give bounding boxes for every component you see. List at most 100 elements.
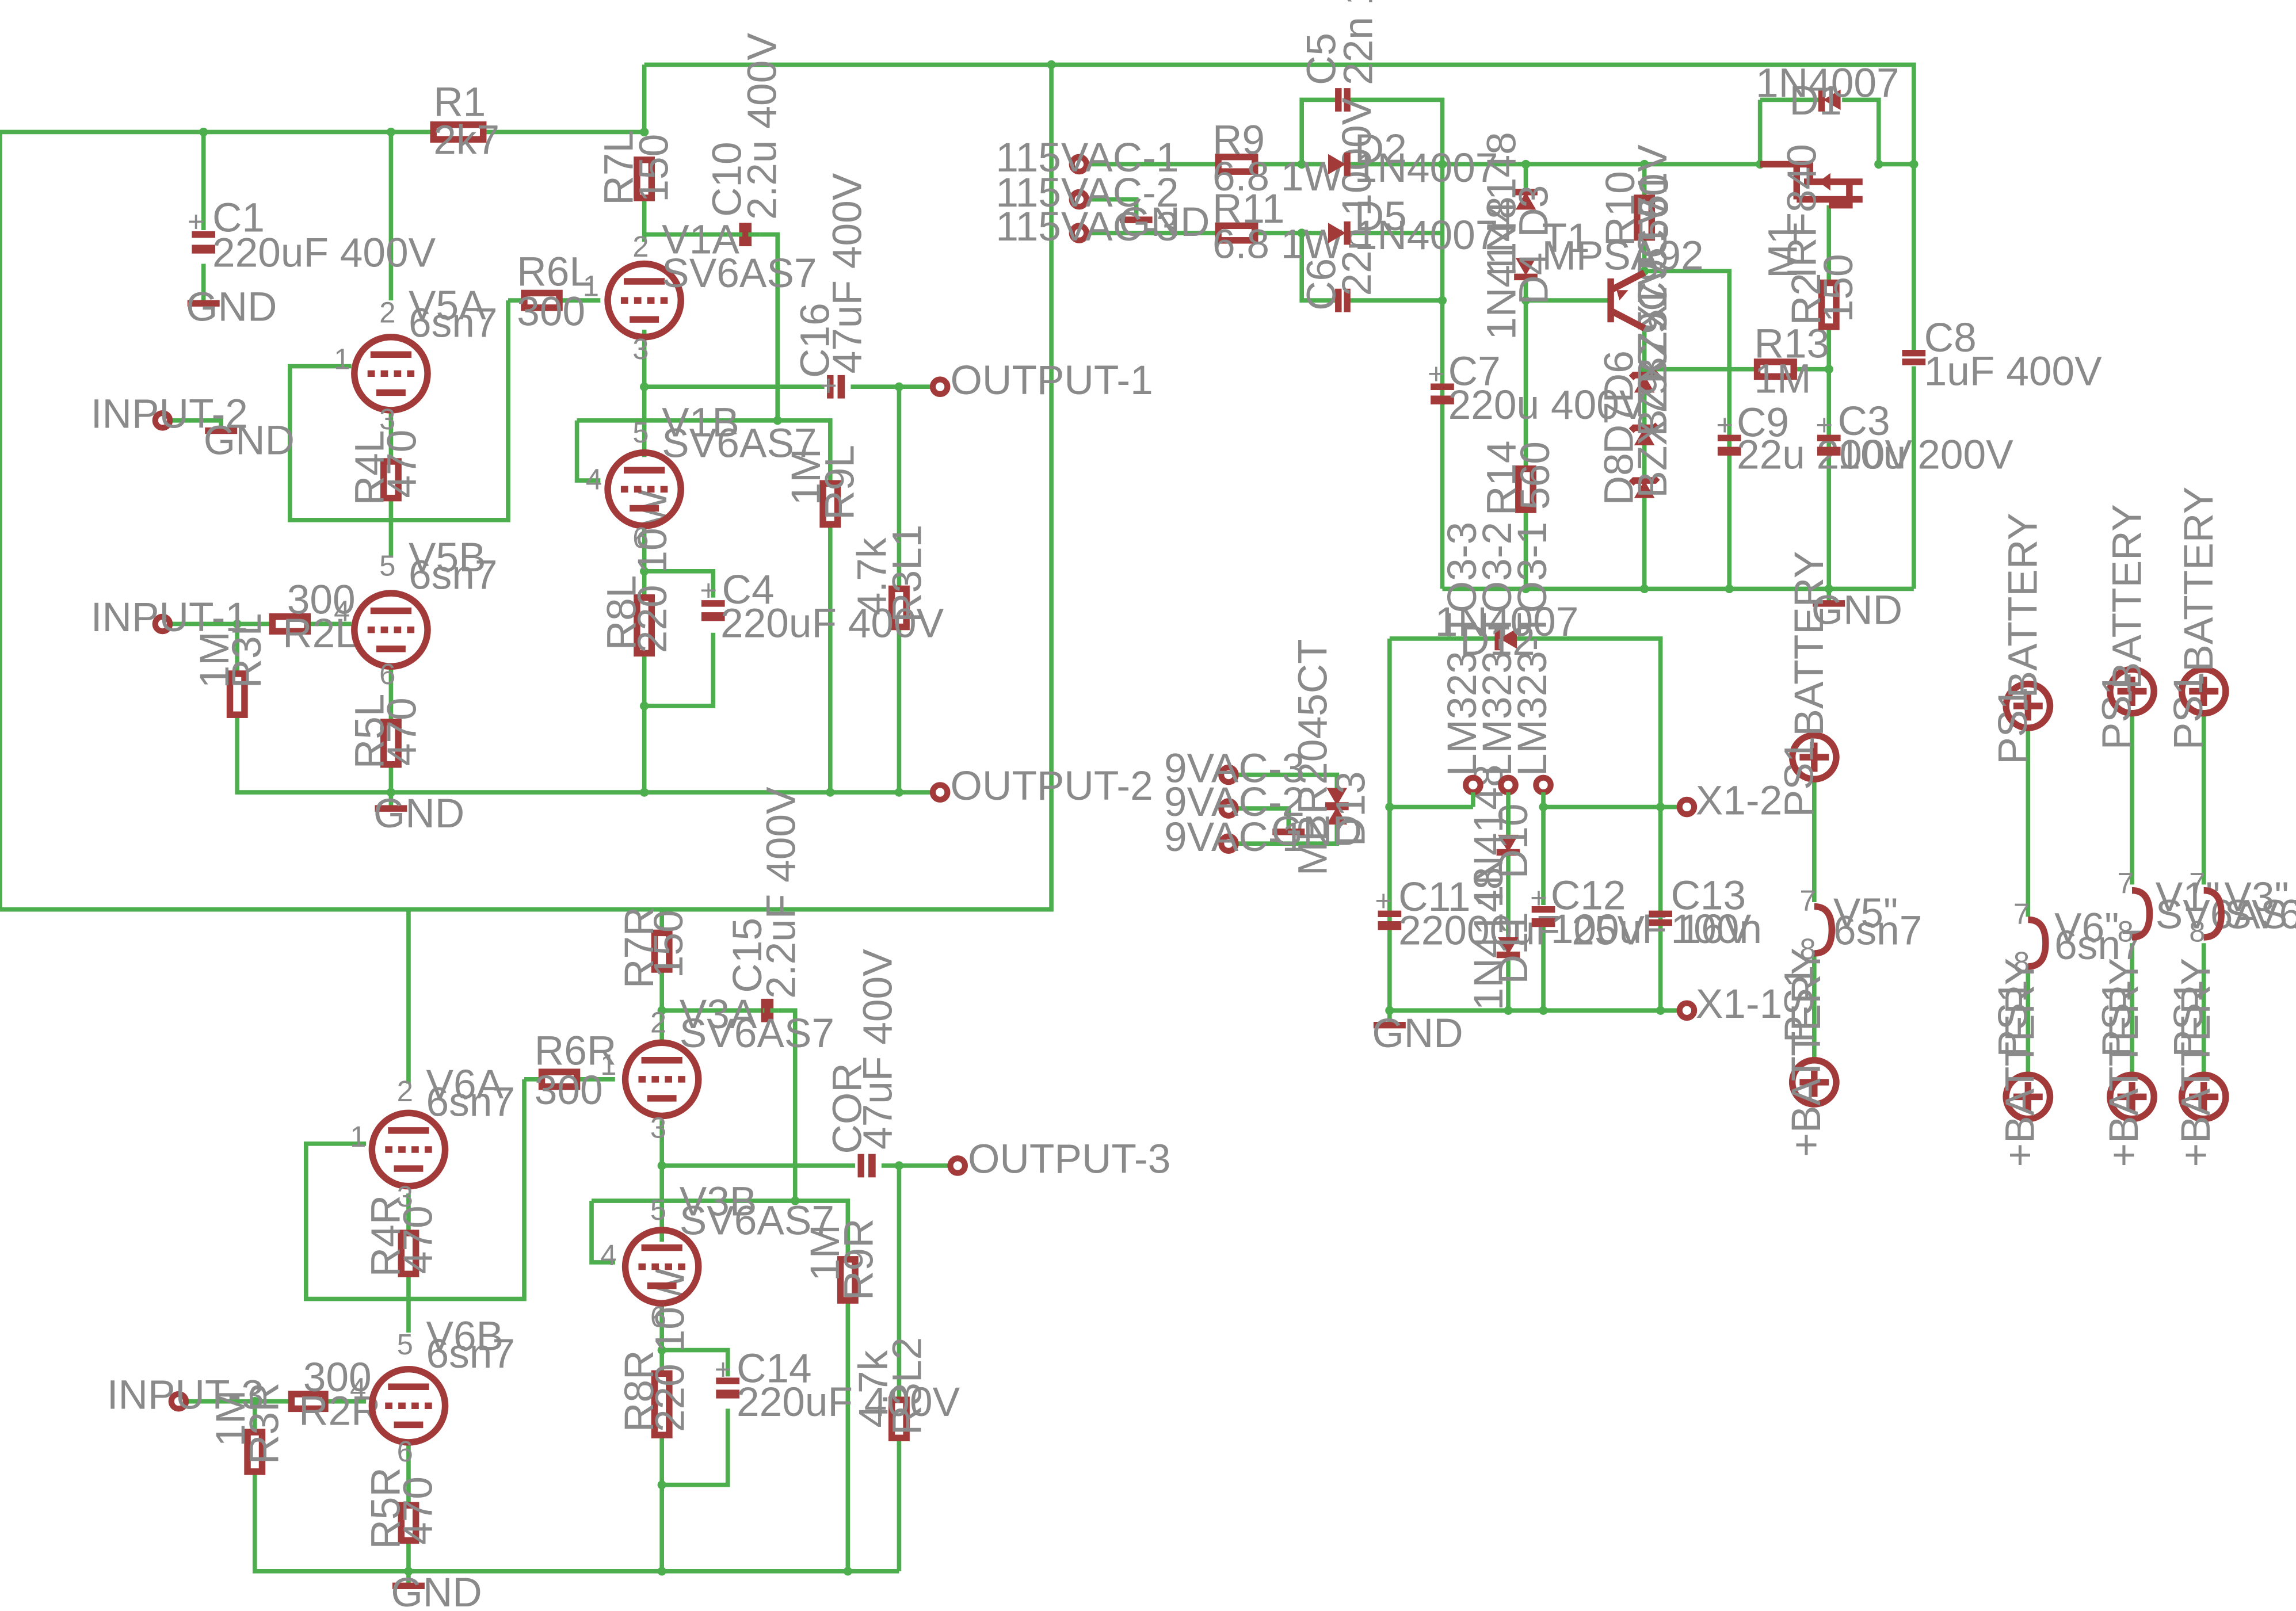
c3-ref: C3 bbox=[1838, 398, 1890, 444]
port-input2[interactable]: INPUT-2 bbox=[91, 391, 248, 437]
r14-value: 560 bbox=[1512, 441, 1558, 510]
svg-text:+: + bbox=[715, 1353, 732, 1386]
port-9vac-2[interactable]: 9VAC-2 bbox=[1164, 779, 1305, 825]
diode-d13: MBR2045CT D13 bbox=[1290, 639, 1374, 876]
svg-text:+: + bbox=[1716, 409, 1733, 441]
port-115vac-3[interactable]: 115VAC-3 bbox=[996, 204, 1178, 250]
r5l-ref: R5L bbox=[347, 694, 393, 769]
resistor-r6r: R6R 300 bbox=[535, 1028, 617, 1113]
svg-text:5: 5 bbox=[650, 1193, 666, 1226]
r2-ref: R2 bbox=[1783, 273, 1829, 325]
resistor-r8l: R8L 220 10W bbox=[598, 489, 676, 657]
r3r-ref: R3R bbox=[241, 1383, 287, 1465]
d7-value: BZX79C 51V bbox=[1630, 197, 1676, 436]
r3l2-value: 4.7k bbox=[850, 1350, 897, 1427]
port-9vac-1[interactable]: 9VAC-1 bbox=[1164, 814, 1305, 860]
svg-text:OUTPUT-3: OUTPUT-3 bbox=[968, 1136, 1170, 1182]
port-output3[interactable]: OUTPUT-3 bbox=[947, 1136, 1170, 1182]
lm323-regulator: LM323-TO3-3 LM323-TO3-2 LM323-TO3-1 bbox=[1439, 522, 1555, 835]
r9l-value: 1M bbox=[783, 448, 829, 505]
svg-text:6: 6 bbox=[397, 1435, 413, 1468]
heater-v1: -BATTERY PS1 7 8 V1" SV6AS7 PS1 +BATTERY bbox=[2093, 504, 2296, 1167]
c1-value: 220uF 400V bbox=[212, 230, 436, 276]
svg-text:+: + bbox=[1375, 884, 1392, 917]
svg-text:+: + bbox=[1530, 881, 1547, 914]
d8-ref: D8 bbox=[1596, 453, 1642, 505]
svg-text:2: 2 bbox=[650, 1006, 666, 1039]
resistor-r9l: 1M R9L bbox=[783, 445, 863, 528]
port-input1[interactable]: INPUT-1 bbox=[91, 594, 248, 640]
svg-text:-BATTERY: -BATTERY bbox=[2176, 487, 2222, 686]
svg-text:+: + bbox=[1816, 409, 1833, 441]
resistor-r7r: R7R 150 bbox=[616, 907, 692, 989]
resistor-r6l: R6L 300 bbox=[517, 249, 592, 335]
c10-value: 2.2u 400V bbox=[739, 33, 785, 220]
svg-text:INPUT-2: INPUT-2 bbox=[91, 391, 248, 437]
svg-text:OUTPUT-2: OUTPUT-2 bbox=[950, 763, 1153, 809]
v1a-ref: V1A bbox=[662, 217, 739, 263]
hv5-ref: V5" bbox=[1833, 890, 1898, 936]
capacitor-c6: C6 22n 1000V bbox=[1299, 97, 1380, 312]
svg-text:9VAC-1: 9VAC-1 bbox=[1164, 814, 1305, 860]
svg-text:GND: GND bbox=[1119, 199, 1210, 245]
junctions bbox=[199, 60, 1919, 1576]
d4-ref: D4 bbox=[1511, 253, 1557, 305]
svg-text:5: 5 bbox=[379, 549, 395, 582]
port-115vac-2[interactable]: 115VAC-2 bbox=[996, 170, 1178, 216]
d11-ref: D11 bbox=[1490, 912, 1536, 984]
resistor-r11: R11 6.8 1W bbox=[1212, 186, 1342, 267]
r5l-value: 470 bbox=[379, 697, 425, 766]
c14-ref: C14 bbox=[737, 1346, 812, 1392]
r7r-ref: R7R bbox=[616, 907, 662, 989]
svg-text:4: 4 bbox=[586, 463, 602, 495]
r10-value: 560 bbox=[1631, 173, 1677, 242]
port-x1-1[interactable]: X1-1 bbox=[1676, 981, 1783, 1027]
svg-text:9VAC-2: 9VAC-2 bbox=[1164, 779, 1305, 825]
svg-text:7: 7 bbox=[1799, 884, 1816, 917]
r2r-value: 300 bbox=[303, 1354, 372, 1400]
capacitor-c15: C15 2.2uF 400V bbox=[724, 787, 804, 1022]
d11-value: 1N4148 bbox=[1466, 867, 1512, 1011]
port-9vac-3[interactable]: 9VAC-3 bbox=[1164, 745, 1305, 791]
c10-ref: C10 bbox=[704, 142, 750, 217]
v1b-ref: V1B bbox=[662, 400, 739, 446]
r9-ref: R9 bbox=[1212, 117, 1265, 163]
r6l-ref: R6L bbox=[517, 249, 592, 295]
svg-text:9VAC-3: 9VAC-3 bbox=[1164, 745, 1305, 791]
svg-text:7: 7 bbox=[2118, 867, 2134, 900]
svg-text:-BATTERY: -BATTERY bbox=[2104, 504, 2150, 703]
diode-d5: D5 1N4007 bbox=[1328, 193, 1498, 258]
port-output1[interactable]: OUTPUT-1 bbox=[929, 357, 1153, 403]
r9l-ref: R9L bbox=[817, 445, 863, 520]
diode-d1: 1N4007 D1 bbox=[1756, 60, 1900, 124]
svg-text:GND: GND bbox=[186, 284, 277, 330]
capacitor-c16: + C16 47uF 400V bbox=[792, 173, 870, 402]
tube-v1a: V1A SV6AS7 2 1 3 bbox=[583, 217, 817, 365]
r7r-value: 150 bbox=[646, 910, 692, 978]
c6-value: 22n 1000V bbox=[1334, 97, 1380, 296]
d2-value: 1N4007 bbox=[1355, 145, 1498, 191]
port-x1-2[interactable]: X1-2 bbox=[1676, 777, 1783, 823]
svg-text:PS1: PS1 bbox=[1776, 740, 1822, 818]
svg-text:2: 2 bbox=[379, 296, 395, 329]
m1-value: IRF840 bbox=[1779, 144, 1825, 278]
svg-text:1: 1 bbox=[583, 269, 599, 302]
d6-ref: D6 bbox=[1596, 350, 1642, 403]
d5-ref: D5 bbox=[1355, 193, 1407, 239]
r3r-value: 1M bbox=[208, 1390, 254, 1447]
c15-value: 2.2uF 400V bbox=[758, 787, 804, 999]
d8-value: BZX79C 51V bbox=[1630, 258, 1676, 498]
svg-text:5: 5 bbox=[632, 416, 649, 449]
svg-text:115VAC-1: 115VAC-1 bbox=[996, 135, 1178, 181]
port-input3[interactable]: INPUT-3 bbox=[107, 1372, 264, 1418]
svg-text:PS1: PS1 bbox=[1990, 980, 2036, 1058]
port-output2[interactable]: OUTPUT-2 bbox=[929, 763, 1153, 809]
svg-text:GND: GND bbox=[373, 791, 464, 837]
c1-ref: C1 bbox=[212, 195, 265, 241]
port-115vac-1[interactable]: 115VAC-1 bbox=[996, 135, 1178, 181]
c9-ref: C9 bbox=[1737, 400, 1789, 446]
svg-text:PS1: PS1 bbox=[2093, 673, 2139, 750]
r3l1-value: 4.7k bbox=[849, 537, 895, 615]
resistor-r4l: R4L 470 bbox=[347, 430, 425, 506]
